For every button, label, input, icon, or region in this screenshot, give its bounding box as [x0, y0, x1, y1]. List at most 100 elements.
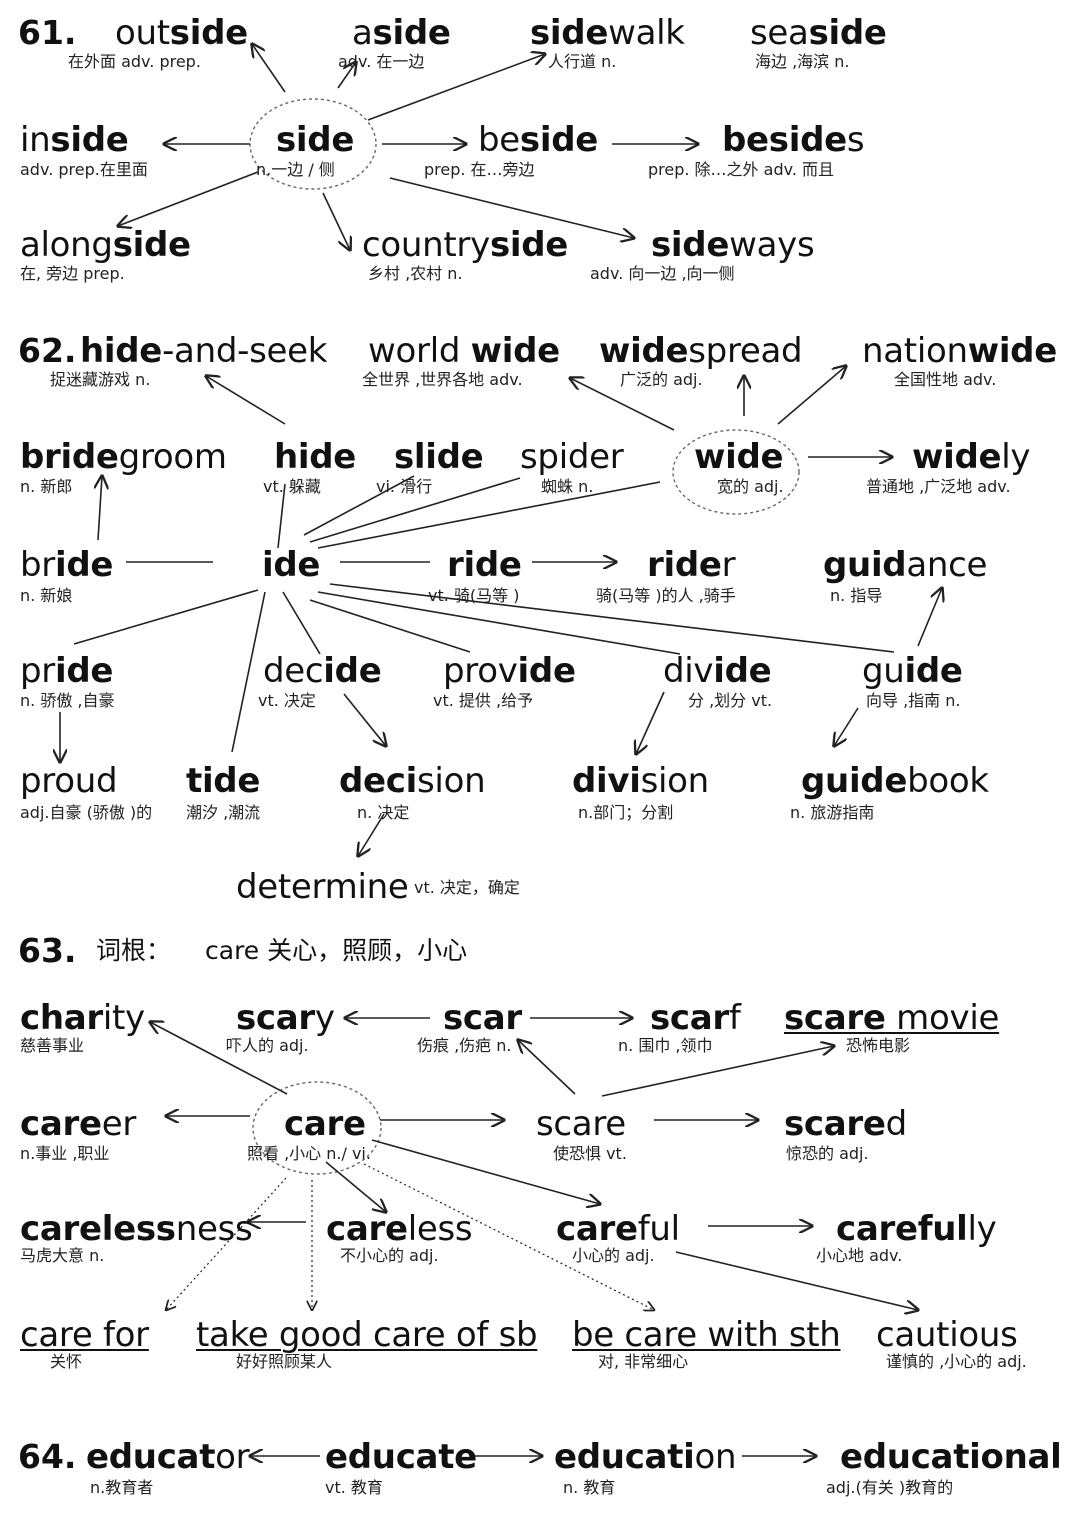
gloss-care: 照看 ,小心 n./ vi.	[247, 1144, 371, 1163]
word-be-care-with: be care with sth	[572, 1318, 841, 1352]
line-wide-ide	[317, 481, 661, 549]
root-part: wide	[470, 331, 561, 371]
affix-part: scare	[536, 1104, 626, 1144]
arrow-guide-guidance	[917, 588, 942, 647]
affix-part: walk	[608, 13, 685, 53]
affix-part: movie	[885, 998, 1000, 1038]
root-part: educate	[325, 1437, 477, 1477]
affix-part: world	[368, 331, 471, 371]
arrow-wide-nationwide	[777, 366, 846, 425]
root-part: ide	[517, 651, 576, 691]
root-part: wide	[599, 331, 689, 371]
root-part: side	[169, 13, 248, 53]
gloss-careless: 不小心的 adj.	[340, 1246, 439, 1265]
root-part: educati	[554, 1437, 695, 1477]
root-part: wide	[694, 437, 784, 477]
root-part: side	[489, 225, 569, 265]
root-part: bride	[20, 437, 119, 477]
word-educate: educate	[325, 1440, 477, 1474]
affix-part: dec	[263, 651, 324, 691]
word-guide: guide	[862, 654, 963, 688]
affix-part: ful	[637, 1209, 680, 1249]
word-rider: rider	[647, 548, 736, 582]
affix-part: div	[663, 651, 714, 691]
root-part: careless	[20, 1209, 176, 1249]
affix-part: er	[101, 1104, 137, 1144]
gloss-side: n.一边 / 侧	[256, 160, 335, 179]
gloss-widely: 普通地 ,广泛地 adv.	[866, 477, 1011, 496]
word-slide: slide	[394, 440, 484, 474]
affix-part: d	[885, 1104, 908, 1144]
word-education: education	[554, 1437, 737, 1477]
affix-part: care for	[20, 1315, 149, 1355]
gloss-hide: vt. 躲藏	[263, 477, 321, 496]
affix-part: sion	[640, 761, 710, 801]
affix-part: ly	[1001, 437, 1031, 477]
root-part: scar	[236, 998, 315, 1038]
gloss-educate: vt. 教育	[325, 1478, 383, 1497]
gloss-seaside: 海边 ,海滨 n.	[755, 52, 850, 71]
root-part: side	[808, 13, 887, 53]
gloss-take-good-care: 好好照顾某人	[236, 1352, 333, 1371]
word-carefully: carefully	[836, 1209, 997, 1249]
line-ide-decide	[282, 591, 321, 655]
root-part: care	[284, 1104, 366, 1144]
affix-part: s	[846, 120, 865, 160]
root-part: divi	[572, 761, 641, 801]
arrow-side-alongside	[118, 171, 259, 226]
gloss-sidewalk: 人行道 n.	[548, 52, 617, 71]
root-label: 词根：	[96, 936, 172, 965]
root-part: scare	[784, 1104, 886, 1144]
word-career: career	[20, 1107, 136, 1141]
word-hide: hide	[274, 440, 356, 474]
gloss-guide: 向导 ,指南 n.	[866, 691, 961, 710]
gloss-scare-movie: 恐怖电影	[846, 1036, 911, 1055]
affix-part: less	[407, 1209, 473, 1249]
word-sideways: sideways	[651, 228, 815, 262]
gloss-educational: adj.(有关 )教育的	[826, 1478, 954, 1497]
gloss-divide: 分 ,划分 vt.	[688, 691, 773, 710]
gloss-careful: 小心的 adj.	[572, 1246, 655, 1265]
affix-part: gu	[862, 651, 905, 691]
affix-part: in	[20, 120, 51, 160]
arrow-scare-scar	[518, 1040, 576, 1095]
word-spider: spider	[520, 440, 624, 474]
affix-part: prov	[443, 651, 518, 691]
gloss-guidebook: n. 旅游指南	[790, 803, 875, 822]
word-side: side	[276, 123, 354, 157]
line-ide-pride	[73, 589, 259, 645]
gloss-hide-and-seek: 捉迷藏游戏 n.	[50, 370, 151, 389]
gloss-sideways: adv. 向一边 ,向一侧	[590, 264, 735, 283]
arrow-bride-bridegroom	[98, 476, 102, 541]
word-outside: outside	[115, 16, 248, 50]
affix-part: f	[728, 998, 741, 1038]
affix-part: ance	[906, 545, 988, 585]
affix-part: spread	[688, 331, 803, 371]
affix-part: proud	[20, 761, 118, 801]
word-educational: educational	[840, 1440, 1062, 1474]
affix-part: ly	[967, 1209, 997, 1249]
word-scare: scare	[536, 1107, 626, 1141]
gloss-besides: prep. 除…之外 adv. 而且	[648, 160, 835, 179]
arrow-divide-division	[636, 691, 665, 754]
root-part: wide	[912, 437, 1002, 477]
root-part: side	[276, 120, 355, 160]
gloss-pride: n. 骄傲 ,自豪	[20, 691, 115, 710]
gloss-scared: 惊恐的 adj.	[786, 1144, 869, 1163]
section-number-62: 62.	[18, 331, 77, 370]
root-part: care	[556, 1209, 638, 1249]
gloss-widespread: 广泛的 adj.	[620, 370, 703, 389]
word-decision: decision	[339, 764, 486, 798]
word-alongside: alongside	[20, 228, 191, 262]
affix-part: be care with sth	[572, 1315, 841, 1355]
affix-part: ity	[102, 998, 145, 1038]
word-world-wide: world wide	[368, 334, 560, 368]
root-part: guid	[823, 545, 907, 585]
word-divide: divide	[663, 651, 772, 691]
gloss-cautious: 谨慎的 ,小心的 adj.	[886, 1352, 1027, 1371]
gloss-scare: 使恐惧 vt.	[553, 1144, 627, 1163]
arrow-wide-hideandseek	[206, 376, 286, 425]
root-part: beside	[722, 120, 847, 160]
word-nationwide: nationwide	[862, 334, 1057, 368]
gloss-beside: prep. 在…旁边	[424, 160, 535, 179]
